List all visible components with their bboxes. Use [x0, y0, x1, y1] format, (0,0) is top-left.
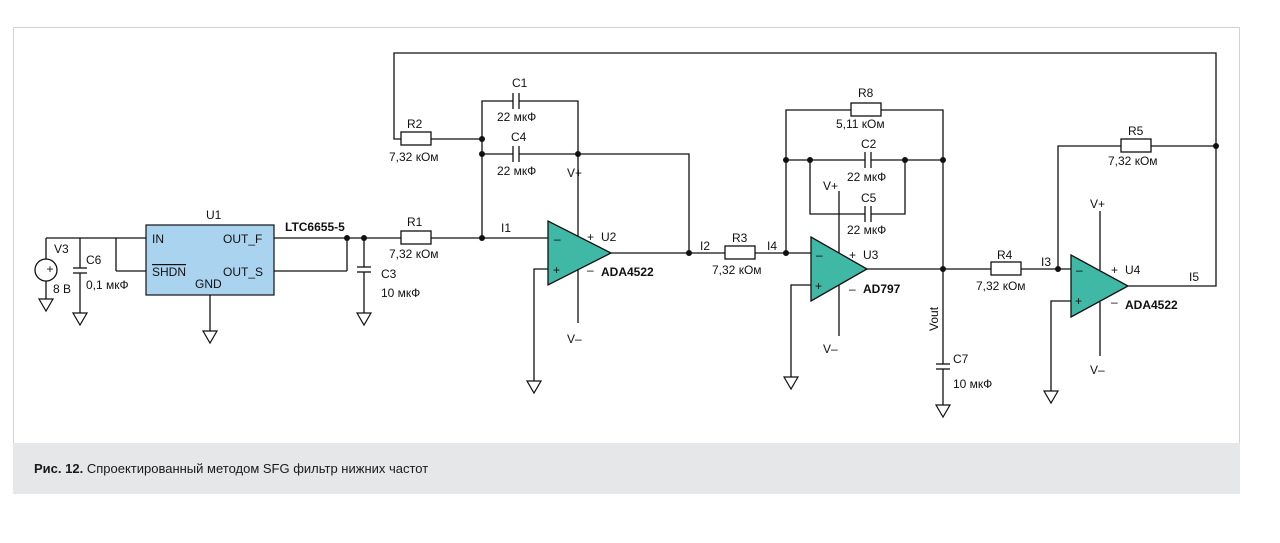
u2-ref-label: U2 — [601, 230, 617, 244]
u2-vminus-label: V– — [567, 332, 582, 346]
capacitor-c7: C7 10 мкФ Vout — [927, 269, 992, 419]
u3-vminus-label: V– — [823, 342, 838, 356]
v3-value-label: 8 В — [53, 282, 71, 296]
opamp-u3: – + V+ V– + U3 – AD797 — [782, 179, 991, 391]
node-i2-label: I2 — [700, 239, 710, 253]
u1-pin-outs: OUT_S — [223, 265, 263, 279]
c7-ref-label: C7 — [953, 352, 969, 366]
capacitor-c4: C4 22 мкФ — [479, 130, 690, 252]
r4-value-label: 7,32 кОм — [976, 279, 1026, 293]
u1-pin-in: IN — [152, 232, 164, 246]
resistor-r8: R8 5,11 кОм — [785, 86, 944, 269]
source-v3: + V3 8 В — [34, 237, 116, 313]
u3-plus: + — [815, 279, 822, 293]
r5-value-label: 7,32 кОм — [1108, 154, 1158, 168]
r1-ref-label: R1 — [407, 215, 423, 229]
v3-plus-label: + — [46, 262, 53, 276]
resistor-r1: R1 7,32 кОм — [389, 215, 548, 261]
u1-pin-outf: OUT_F — [223, 232, 262, 246]
u1-pin-gnd: GND — [195, 277, 222, 291]
u4-vminus-label: V– — [1090, 363, 1105, 377]
u3-part-label: AD797 — [863, 282, 901, 296]
c6-value-label: 0,1 мкФ — [86, 278, 129, 292]
u1-pin-shdn: SHDN — [152, 265, 186, 279]
u4-vminus-pin: – — [1111, 295, 1118, 309]
capacitor-c2: C2 22 мкФ — [783, 137, 946, 184]
resistor-r5: R5 7,32 кОм — [1057, 124, 1219, 269]
c5-ref-label: C5 — [861, 191, 877, 205]
node-i5-label: I5 — [1189, 270, 1199, 284]
r8-ref-label: R8 — [858, 86, 874, 100]
c6-ref-label: C6 — [86, 253, 102, 267]
c4-value-label: 22 мкФ — [497, 164, 536, 178]
u4-part-label: ADA4522 — [1125, 298, 1178, 312]
capacitor-c1: C1 22 мкФ — [481, 76, 579, 238]
caption-prefix: Рис. 12. — [34, 461, 84, 476]
c2-value-label: 22 мкФ — [847, 170, 886, 184]
u2-plus: + — [553, 263, 560, 277]
caption-bar: Рис. 12. Спроектированный методом SFG фи… — [13, 443, 1240, 494]
figure-caption: Рис. 12. Спроектированный методом SFG фи… — [34, 461, 428, 476]
u2-part-label: ADA4522 — [601, 265, 654, 279]
c5-value-label: 22 мкФ — [847, 223, 886, 237]
u2-vminus-pin: – — [587, 263, 594, 277]
u4-minus: – — [1076, 263, 1083, 277]
r3-value-label: 7,32 кОм — [712, 263, 762, 277]
opamp-u2: – + V+ V– + U2 – ADA4522 — [525, 154, 689, 395]
r1-value-label: 7,32 кОм — [389, 247, 439, 261]
figure-frame: + V3 8 В C6 0,1 мкФ U1 IN SHDN GND OUT_F… — [13, 27, 1240, 494]
u3-ref-label: U3 — [863, 248, 879, 262]
u2-vplus-pin: + — [587, 230, 594, 244]
schematic-diagram: + V3 8 В C6 0,1 мкФ U1 IN SHDN GND OUT_F… — [34, 52, 1219, 419]
chip-u1: U1 IN SHDN GND OUT_F OUT_S LTC6655-5 — [115, 208, 345, 345]
caption-text: Спроектированный методом SFG фильтр нижн… — [86, 461, 429, 476]
u3-vminus-pin: – — [849, 282, 856, 296]
r2-value-label: 7,32 кОм — [389, 150, 439, 164]
resistor-r4: R4 7,32 кОм — [976, 248, 1071, 293]
c4-ref-label: C4 — [511, 130, 527, 144]
r2-ref-label: R2 — [407, 117, 423, 131]
capacitor-c6: C6 0,1 мкФ — [71, 238, 129, 327]
resistor-r3: R3 7,32 кОм — [689, 231, 811, 277]
node-i3-label: I3 — [1041, 255, 1051, 269]
c2-ref-label: C2 — [861, 137, 877, 151]
node-i4-label: I4 — [767, 239, 777, 253]
c7-value-label: 10 мкФ — [953, 377, 992, 391]
r3-ref-label: R3 — [732, 231, 748, 245]
u4-ref-label: U4 — [1125, 263, 1141, 277]
vout-label: Vout — [927, 306, 941, 331]
node-i1-label: I1 — [501, 221, 511, 235]
r8-value-label: 5,11 кОм — [836, 117, 885, 131]
u2-vplus-label: V+ — [567, 166, 582, 180]
u4-plus: + — [1075, 294, 1082, 308]
c3-ref-label: C3 — [381, 267, 397, 281]
resistor-r2: R2 7,32 кОм — [389, 52, 1217, 164]
c3-value-label: 10 мкФ — [381, 286, 420, 300]
v3-ref-label: V3 — [54, 242, 69, 256]
u3-vplus-pin: + — [849, 248, 856, 262]
u3-minus: – — [816, 248, 823, 262]
c1-ref-label: C1 — [512, 76, 528, 90]
u2-minus: – — [554, 232, 561, 246]
u3-vplus-label: V+ — [823, 179, 838, 193]
opamp-u4: – + V+ V– + U4 – ADA4522 — [1042, 146, 1217, 405]
u4-vplus-pin: + — [1111, 263, 1118, 277]
r4-ref-label: R4 — [997, 248, 1013, 262]
u1-ref-label: U1 — [206, 208, 222, 222]
capacitor-c3: C3 10 мкФ — [274, 235, 420, 327]
u1-part-label: LTC6655-5 — [285, 220, 345, 234]
r5-ref-label: R5 — [1128, 124, 1144, 138]
u4-vplus-label: V+ — [1090, 197, 1105, 211]
capacitor-c5: C5 22 мкФ — [809, 160, 906, 237]
c1-value-label: 22 мкФ — [497, 110, 536, 124]
